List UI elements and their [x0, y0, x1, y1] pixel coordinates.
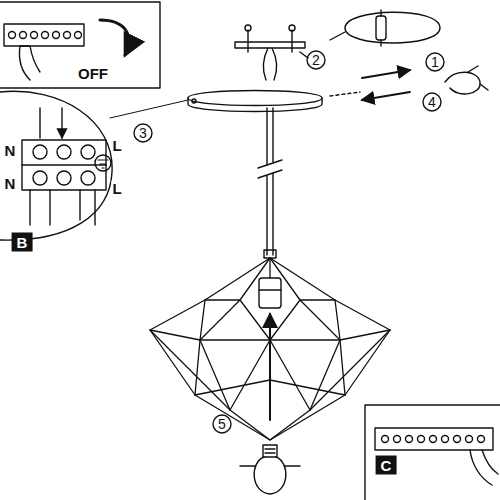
terminal-screw	[33, 171, 47, 185]
ceiling-canopy	[188, 91, 322, 112]
callout-number: 1	[431, 55, 439, 69]
terminal-screw	[31, 32, 38, 39]
cable-knot	[445, 66, 488, 94]
step-letter: B	[12, 233, 33, 252]
callout-number: 3	[139, 126, 147, 140]
terminal-screw	[382, 436, 389, 443]
detail-bubble	[330, 10, 440, 46]
terminal-detail	[0, 91, 188, 240]
ceiling-bracket	[235, 25, 308, 80]
terminal-screw	[33, 145, 47, 159]
terminal-screw	[81, 145, 95, 159]
terminal-screw	[478, 436, 485, 443]
terminal-screw	[53, 32, 60, 39]
switch-off-panel	[0, 2, 160, 88]
step-letter: C	[376, 456, 397, 475]
callout-number: 4	[428, 95, 436, 109]
terminal-screw	[64, 32, 71, 39]
callout-number: 5	[218, 417, 226, 431]
suspension-rod	[258, 108, 282, 258]
terminal-screw	[454, 436, 461, 443]
terminal-screw	[406, 436, 413, 443]
callout-circle	[307, 51, 325, 69]
switch-label: OFF	[76, 66, 110, 81]
terminal-screw	[394, 436, 401, 443]
wire-label: L	[111, 138, 122, 153]
terminal-screw	[418, 436, 425, 443]
light-bulb	[240, 445, 300, 494]
wire-label: L	[111, 181, 122, 196]
terminal-screw	[466, 436, 473, 443]
terminal-screw	[20, 32, 27, 39]
terminal-screw	[42, 32, 49, 39]
wire-label: N	[4, 176, 17, 191]
switch-on-panel	[365, 405, 500, 500]
terminal-screw	[75, 32, 82, 39]
callout-number: 2	[312, 53, 320, 67]
terminal-screw	[9, 32, 16, 39]
terminal-screw	[430, 436, 437, 443]
cage-shade	[150, 258, 390, 440]
lamp-socket	[259, 278, 281, 308]
terminal-screw	[81, 171, 95, 185]
terminal-screw	[57, 171, 71, 185]
terminal-screw	[442, 436, 449, 443]
terminal-screw	[57, 145, 71, 159]
wire-label: N	[4, 143, 17, 158]
